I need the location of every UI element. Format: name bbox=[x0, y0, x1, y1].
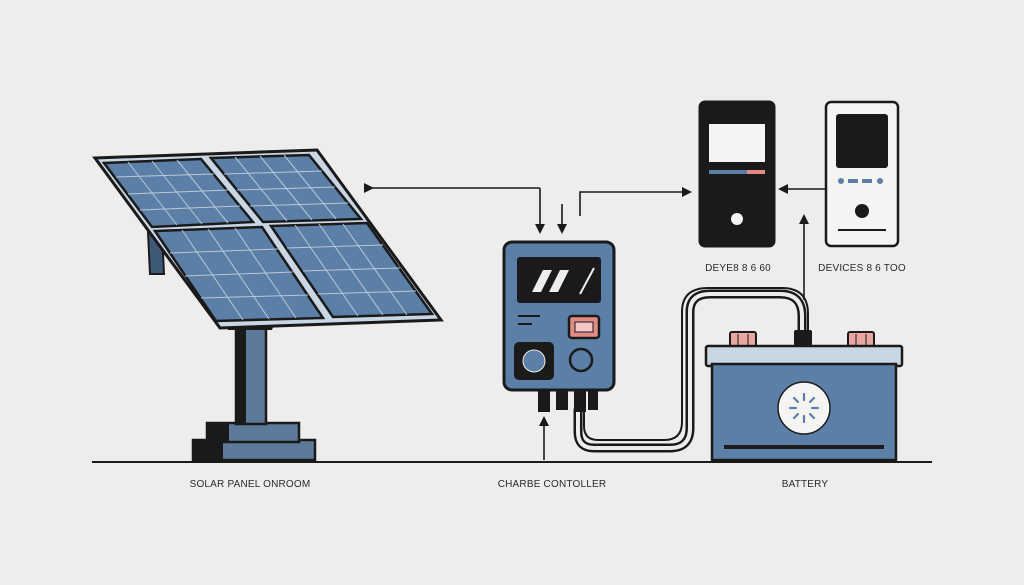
charge-controller bbox=[502, 240, 616, 412]
device-1-power-button bbox=[731, 213, 743, 225]
controller-connector-1 bbox=[538, 390, 550, 412]
controller-connector-3 bbox=[574, 390, 586, 412]
controller-to-device-arrow bbox=[579, 187, 692, 216]
device-2-screen bbox=[836, 114, 888, 168]
solar-panel-label: SOLAR PANEL ONROOM bbox=[189, 479, 311, 490]
battery-label: BATTERY bbox=[781, 479, 829, 490]
device-1-label: DEYE8 8 6 60 bbox=[705, 263, 771, 274]
battery-emblem bbox=[777, 381, 831, 435]
solar-panel-assembly bbox=[92, 148, 444, 462]
device-2-label: DEVICES 8 6 TOO bbox=[818, 263, 906, 274]
sun-icon bbox=[788, 392, 820, 424]
controller-dial bbox=[568, 347, 594, 373]
device-1-screen bbox=[709, 124, 765, 162]
battery-cable-plug bbox=[794, 330, 812, 346]
battery-cable-inner bbox=[576, 292, 804, 450]
device-2-power-button bbox=[855, 204, 869, 218]
controller-connector-2 bbox=[556, 390, 568, 410]
solar-cell-grid bbox=[115, 154, 417, 321]
charge-controller-label: CHARBE CONTOLLER bbox=[497, 479, 607, 490]
device-1 bbox=[698, 100, 776, 248]
battery bbox=[704, 331, 904, 462]
device-2 bbox=[824, 100, 900, 248]
